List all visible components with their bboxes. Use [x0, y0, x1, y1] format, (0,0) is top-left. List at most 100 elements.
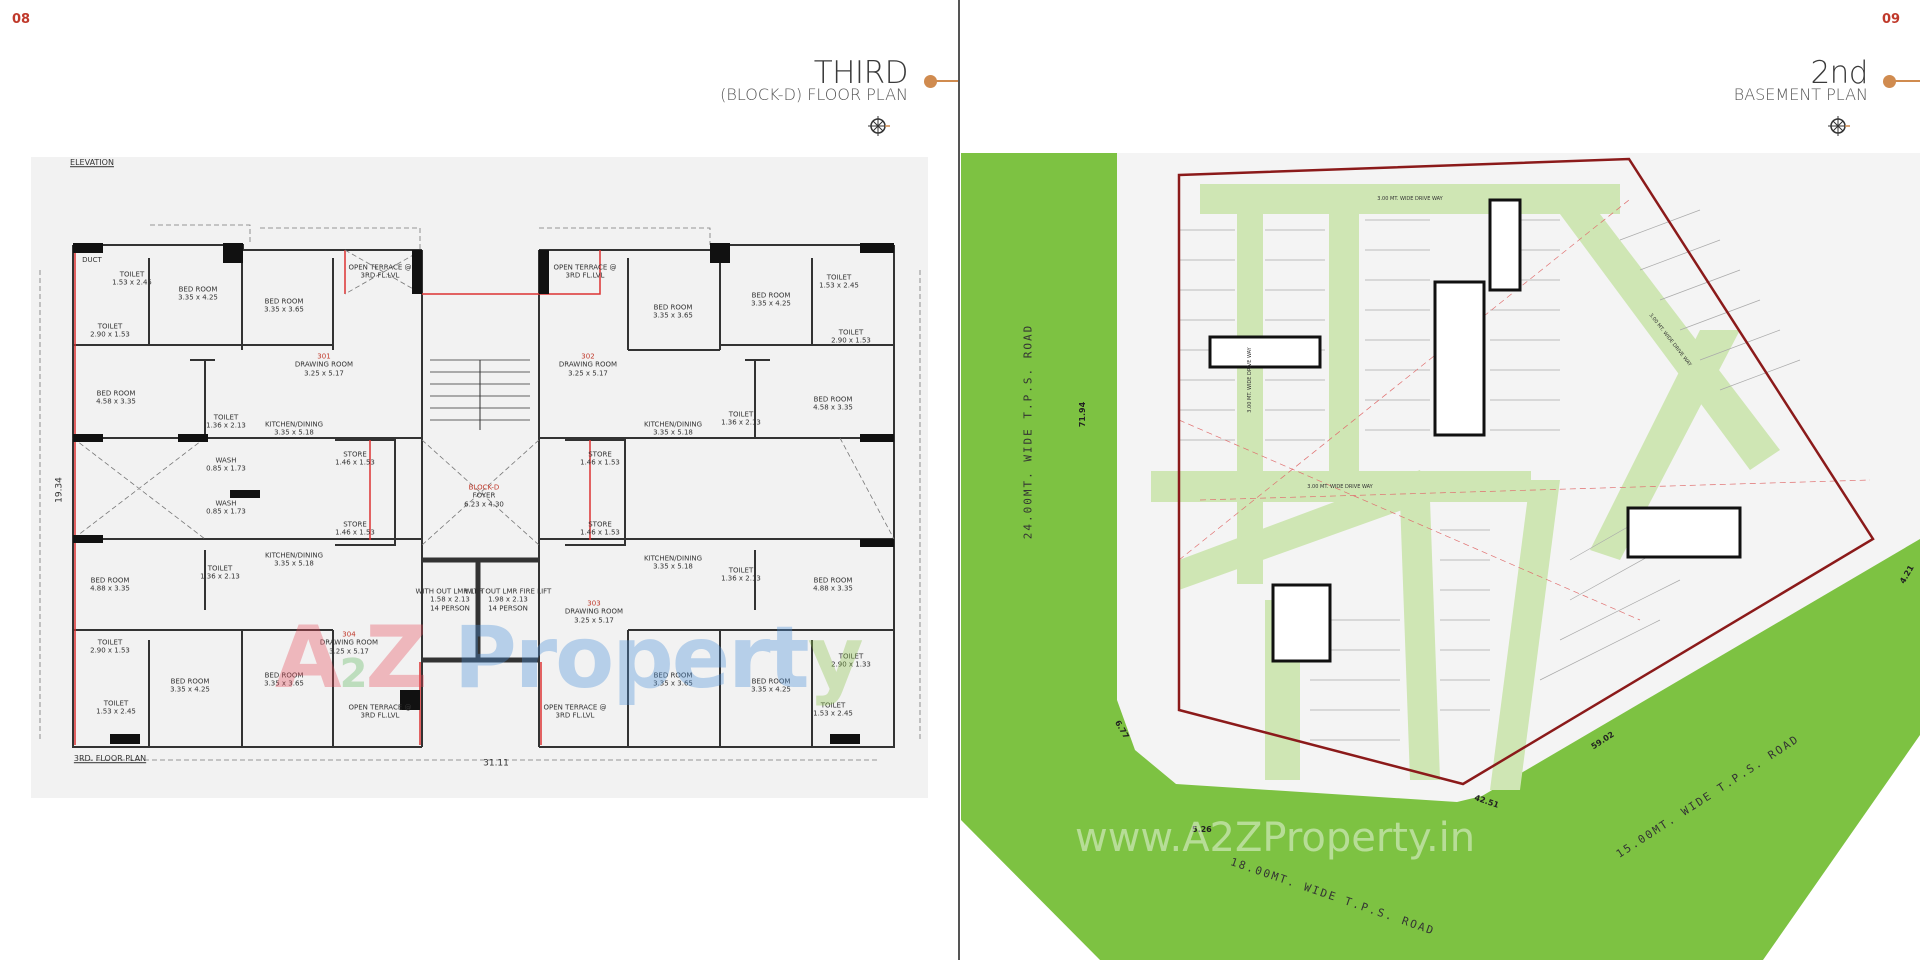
room-label: OPEN TERRACE @3RD FL.LVL: [544, 704, 607, 721]
room-size: 3.35 x 4.25: [178, 294, 218, 302]
room-size: 1.46 x 1.53: [335, 529, 375, 537]
room-size: 1.36 x 2.13: [721, 575, 761, 583]
room-size: 3RD FL.LVL: [360, 272, 400, 280]
compass-icon: [866, 114, 890, 138]
room-name: WASH: [215, 456, 237, 465]
room-size: 2.90 x 1.53: [90, 331, 130, 339]
accent-dot: [924, 75, 937, 88]
room-name: TOILET: [838, 652, 864, 661]
room-number: 304: [342, 630, 356, 639]
room-name: TOILET: [728, 410, 754, 419]
room-size: 1.53 x 2.45: [819, 282, 859, 290]
room-size: 3.35 x 5.18: [274, 429, 314, 437]
room-name: STORE: [343, 450, 367, 459]
room-name: BED ROOM: [178, 285, 218, 294]
room-name: DRAWING ROOM: [319, 638, 379, 647]
room-name: BED ROOM: [90, 576, 130, 585]
room-number: 303: [587, 599, 601, 608]
room-number: 302: [581, 352, 595, 361]
room-name: DRAWING ROOM: [558, 360, 618, 369]
room-size: 3.35 x 4.25: [751, 300, 791, 308]
room-number: BLOCK-D: [468, 483, 500, 492]
room-name: BED ROOM: [264, 671, 304, 680]
room-name: KITCHEN/DINING: [643, 420, 703, 429]
room-size: 1.46 x 1.53: [580, 529, 620, 537]
room-size: 3.35 x 3.65: [264, 306, 304, 314]
room-name: TOILET: [119, 270, 145, 279]
room-size: 3RD FL.LVL: [555, 712, 595, 720]
plan-caption: 3RD. FLOOR PLAN: [73, 754, 147, 764]
room-size: 1.53 x 2.45: [96, 708, 136, 716]
room-size: 3RD FL.LVL: [360, 712, 400, 720]
room-size: 4.88 x 3.35: [90, 585, 130, 593]
room-size: 3.35 x 4.25: [170, 686, 210, 694]
room-size: 0.85 x 1.73: [206, 508, 246, 516]
room-name: BED ROOM: [170, 677, 210, 686]
room-name: TOILET: [838, 328, 864, 337]
floor-plan-sheet: [31, 157, 928, 798]
accent-dot: [1883, 75, 1896, 88]
compass-icon: [1826, 114, 1850, 138]
watermark-logo: A2Z Property: [275, 608, 864, 708]
room-size: 1.98 x 2.13 14 PERSON: [488, 595, 528, 613]
dimension-west: 71.94: [1078, 401, 1088, 428]
room-name: BED ROOM: [751, 677, 791, 686]
room-size: 4.58 x 3.35: [96, 398, 136, 406]
room-name: BED ROOM: [751, 291, 791, 300]
room-name: TOILET: [820, 701, 846, 710]
room-size: 6.23 x 4.30: [464, 500, 504, 509]
room-name: BED ROOM: [264, 297, 304, 306]
room-name: WASH: [215, 499, 237, 508]
page-divider: [958, 0, 960, 960]
room-name: WITH OUT LMR FIRE LIFT: [464, 587, 552, 596]
room-name: OPEN TERRACE @: [543, 703, 607, 712]
room-size: 3.35 x 4.25: [751, 686, 791, 694]
plan-heading: ELEVATION: [70, 158, 114, 168]
room-number: 301: [317, 352, 331, 361]
room-size: 1.36 x 2.13: [200, 573, 240, 581]
room-name: DRAWING ROOM: [564, 607, 624, 616]
room-name: BED ROOM: [813, 576, 853, 585]
room-name: TOILET: [97, 322, 123, 331]
floor-plan-drawing: [39, 224, 921, 761]
accent-line: [1893, 80, 1920, 82]
room-size: 3.35 x 5.18: [274, 560, 314, 568]
room-size: 3.25 x 5.17: [329, 647, 369, 656]
room-name: OPEN TERRACE @: [553, 263, 617, 272]
room-size: 3.25 x 5.17: [568, 369, 608, 378]
room-name: STORE: [588, 450, 612, 459]
room-name: KITCHEN/DINING: [264, 551, 324, 560]
room-size: 3.35 x 5.18: [653, 429, 693, 437]
page-title-left: THIRD: [813, 55, 909, 91]
page-subtitle-right: BASEMENT PLAN: [1733, 85, 1868, 104]
room-name: OPEN TERRACE @: [348, 263, 412, 272]
room-name: DRAWING ROOM: [294, 360, 354, 369]
watermark-url: www.A2ZProperty.in: [1075, 815, 1476, 861]
drive-way-label: 3.00 MT. WIDE DRIVE WAY: [1247, 347, 1253, 413]
